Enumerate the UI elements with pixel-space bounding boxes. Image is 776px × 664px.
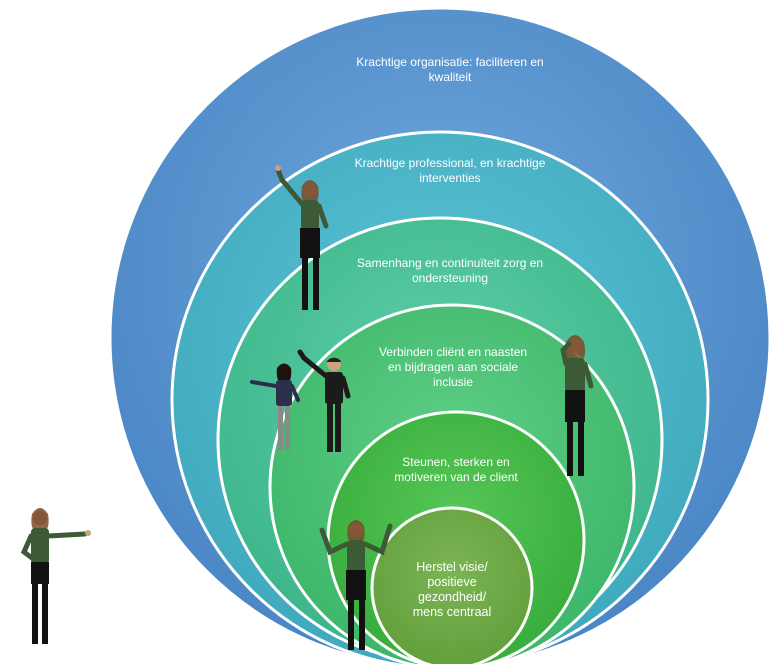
ring-herstel	[370, 506, 534, 664]
ring-samenhang-label: Samenhang en continuïteit zorg en onders…	[356, 256, 544, 285]
woman-phone-figure	[560, 335, 594, 476]
woman-professional-figure	[275, 165, 329, 310]
woman-small-figure	[250, 363, 300, 450]
woman-shrug-figure	[319, 520, 393, 650]
ring-herstel-label: Herstel visie/ positieve gezondheid/ men…	[412, 560, 492, 619]
ring-organisatie-label: Krachtige organisatie: faciliteren en kw…	[356, 55, 544, 84]
woman-left-figure	[20, 508, 91, 644]
ring-verbinden-label: Verbinden cliënt en naasten en bijdragen…	[378, 345, 528, 389]
man-figure	[297, 349, 351, 452]
ring-steunen-label: Steunen, sterken en motiveren van de cli…	[394, 455, 518, 484]
ring-professional-label: Krachtige professional, en krachtige int…	[354, 156, 546, 185]
